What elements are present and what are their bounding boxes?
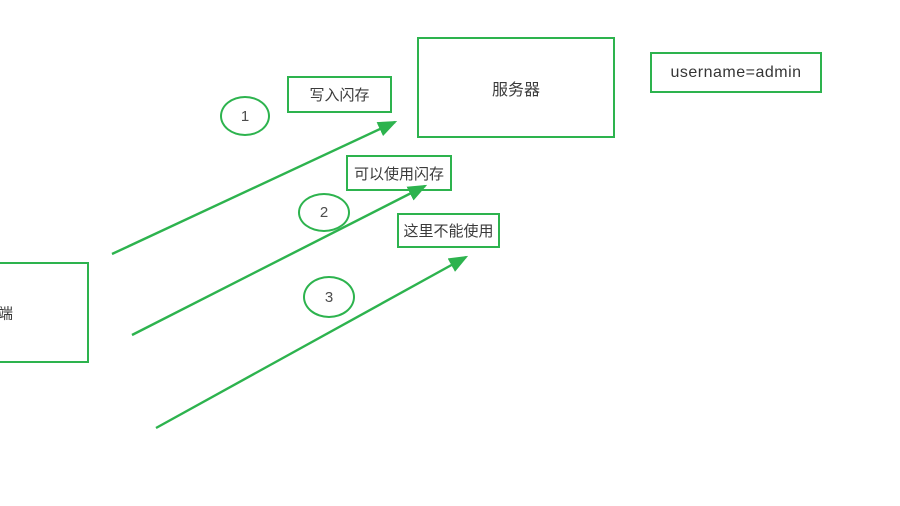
cannot-use-note-box: 这里不能使用 (397, 213, 500, 248)
server-label: 服务器 (491, 81, 540, 99)
server-box: 服务器 (417, 37, 615, 138)
step2-circle: 2 (298, 193, 350, 232)
client-box: 端 (0, 262, 89, 363)
credential-label: username=admin (670, 63, 802, 81)
can-use-flash-note-box: 可以使用闪存 (346, 155, 452, 191)
can-use-flash-note-label: 可以使用闪存 (353, 165, 444, 183)
step3-number: 3 (324, 288, 334, 306)
arrow-step2 (131, 184, 428, 337)
step1-number: 1 (240, 107, 250, 125)
step2-number: 2 (319, 204, 329, 221)
credential-box: username=admin (650, 52, 822, 93)
step1-circle: 1 (220, 96, 270, 136)
client-label: 端 (0, 305, 14, 322)
step3-circle: 3 (303, 276, 355, 318)
write-flash-note-box: 写入闪存 (287, 76, 392, 113)
cannot-use-note-label: 这里不能使用 (403, 223, 494, 240)
write-flash-note-label: 写入闪存 (309, 87, 370, 104)
